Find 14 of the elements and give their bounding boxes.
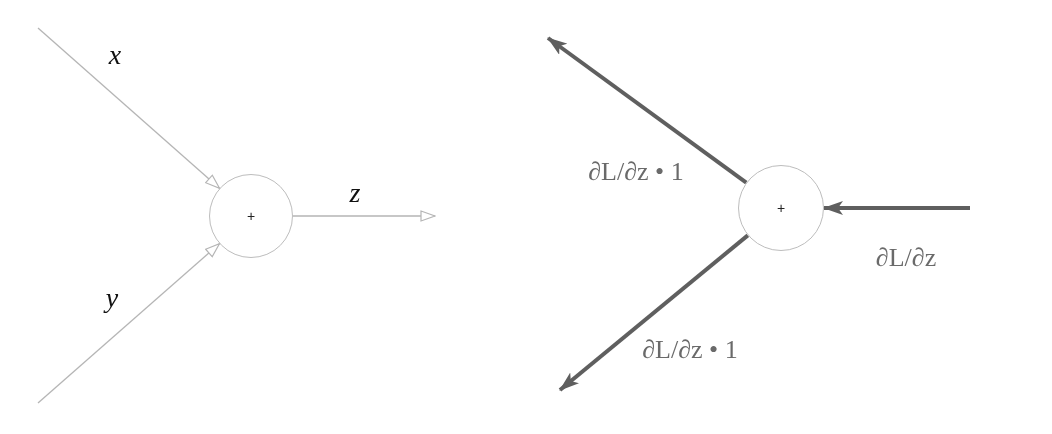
edge-label: z [349, 177, 361, 209]
arrow [37, 27, 221, 189]
edge-label: ∂L/∂z [875, 243, 937, 273]
arrow [292, 210, 436, 222]
arrow [558, 233, 750, 392]
edge-label: x [108, 39, 122, 71]
edge-label: ∂L/∂z • 1 [588, 157, 684, 187]
arrow [823, 201, 970, 215]
plus-sign: + [246, 209, 256, 223]
arrow [546, 36, 748, 185]
arrow [37, 243, 221, 404]
plus-sign: + [776, 201, 786, 215]
edge-label: ∂L/∂z • 1 [642, 335, 738, 365]
edge-label: y [105, 282, 119, 314]
